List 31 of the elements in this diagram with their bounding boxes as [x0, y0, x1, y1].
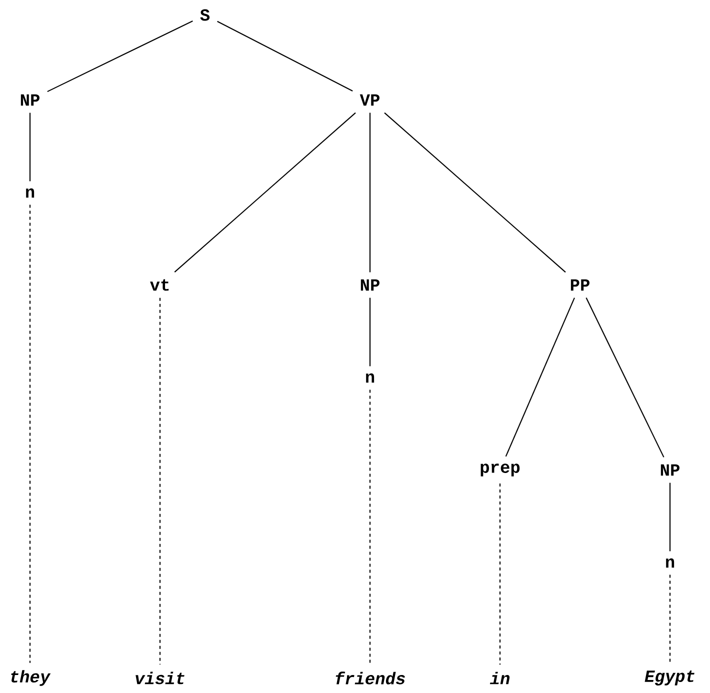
- branch-line: [669, 482, 671, 552]
- category-label: PP: [570, 279, 590, 291]
- word-label: in: [490, 672, 510, 684]
- dashed-line: [159, 298, 161, 665]
- category-label: vt: [150, 279, 169, 291]
- word-label: friends: [336, 672, 405, 684]
- category-label: S: [200, 9, 210, 21]
- branch-line: [174, 112, 356, 272]
- category-label: VP: [360, 94, 380, 106]
- branch-line: [369, 298, 371, 366]
- branch-line: [384, 112, 566, 273]
- word-label: they: [11, 670, 51, 686]
- branch-line: [369, 112, 371, 272]
- category-label: NP: [660, 464, 680, 476]
- branch-line: [47, 20, 193, 92]
- branch-line: [586, 298, 664, 458]
- branch-line: [505, 298, 575, 457]
- category-label: prep: [480, 464, 520, 476]
- category-label: NP: [20, 94, 40, 106]
- branch-line: [217, 20, 353, 92]
- dashed-line: [669, 574, 671, 664]
- category-label: n: [366, 373, 374, 383]
- branch-line: [29, 112, 31, 182]
- category-label: n: [666, 558, 674, 568]
- dashed-line: [29, 204, 31, 663]
- dashed-line: [369, 390, 371, 664]
- dashed-line: [499, 484, 501, 665]
- word-label: Egypt: [644, 670, 694, 686]
- category-label: NP: [360, 279, 380, 291]
- word-label: visit: [136, 672, 184, 684]
- category-label: n: [26, 188, 34, 198]
